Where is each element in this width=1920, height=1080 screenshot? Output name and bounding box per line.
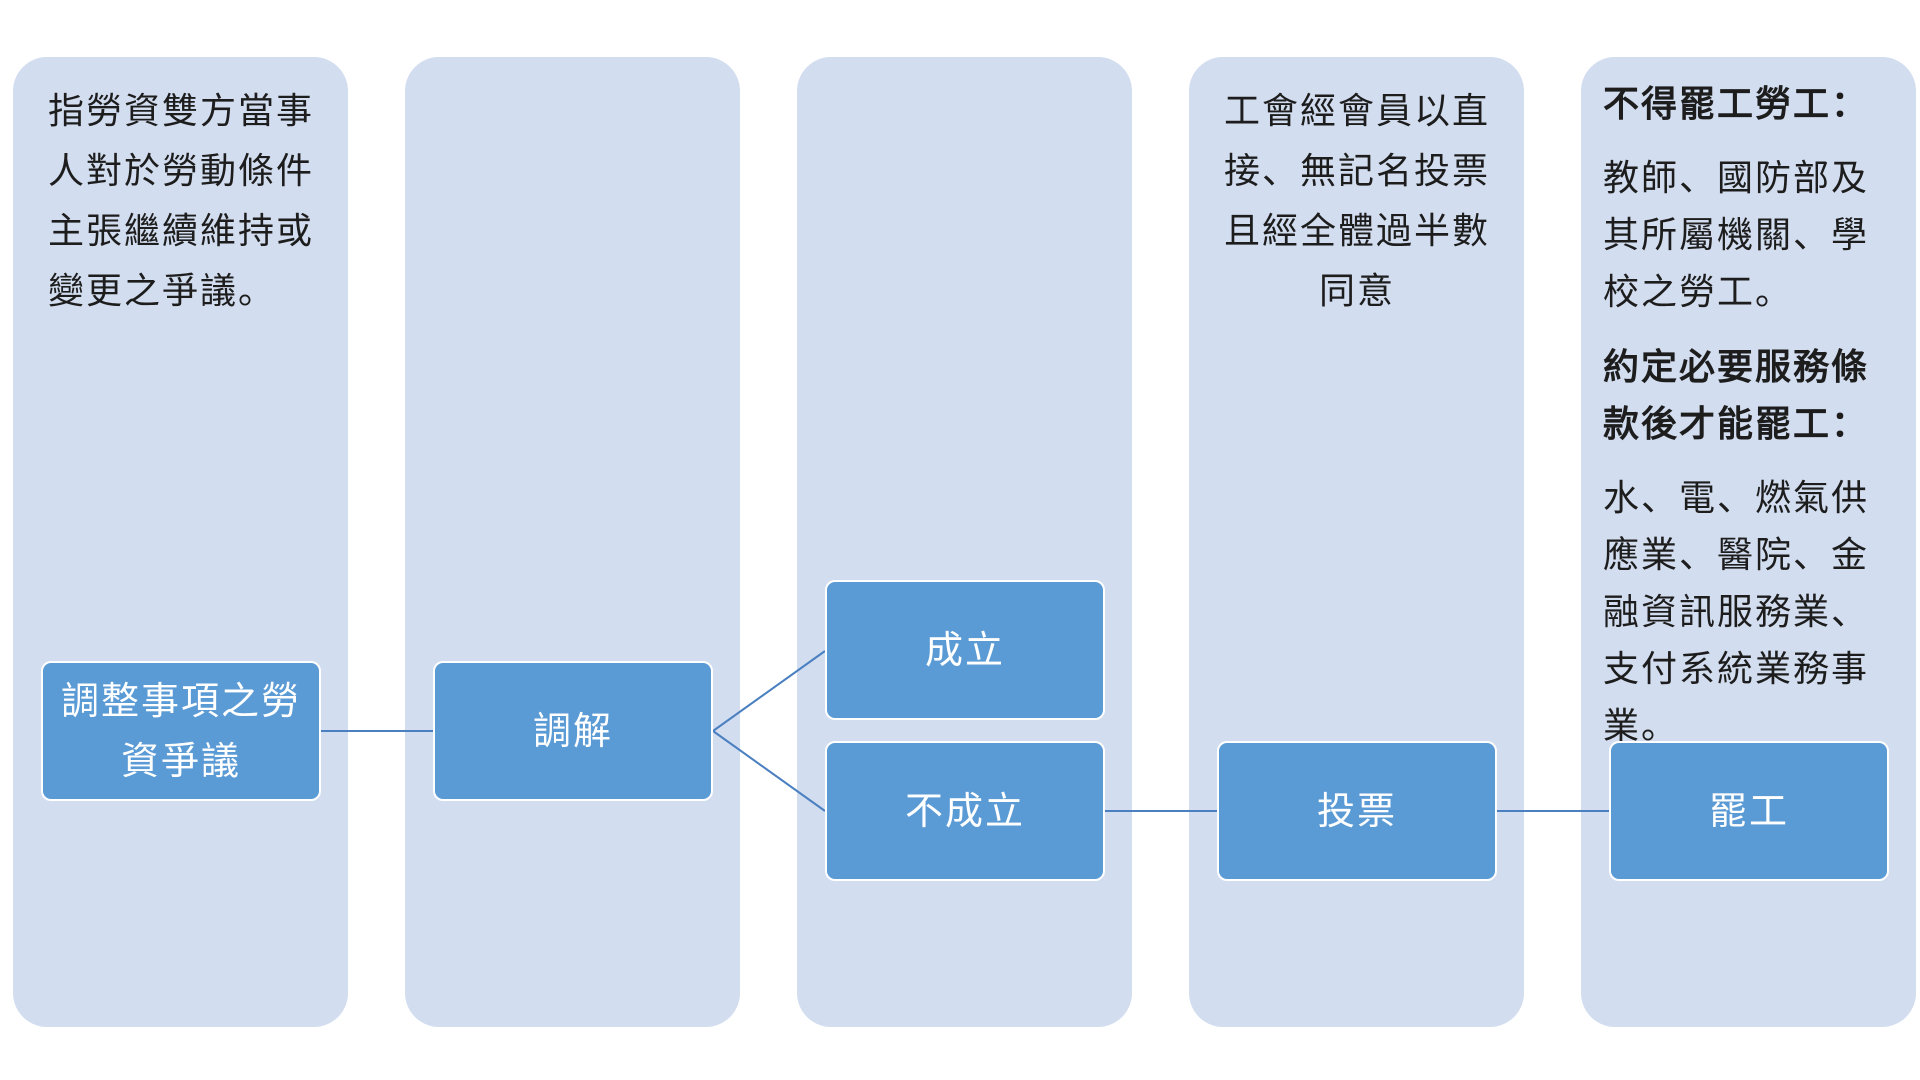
essential-service-heading: 約定必要服務條款後才能罷工： xyxy=(1603,347,1870,445)
essential-service-body: 水、電、燃氣供應業、醫院、金融資訊服務業、支付系統業務事業。 xyxy=(1603,478,1870,747)
strike-notes: 不得罷工勞工： 教師、國防部及其所屬機關、學校之勞工。 約定必要服務條款後才能罷… xyxy=(1603,76,1903,755)
column-mediation xyxy=(405,57,740,1027)
column-result xyxy=(797,57,1132,1027)
dispute-definition-text: 指勞資雙方當事人對於勞動條件主張繼續維持或變更之爭議。 xyxy=(48,91,315,312)
node-labor-dispute[interactable]: 調整事項之勞資爭議 xyxy=(41,661,321,801)
node-strike[interactable]: 罷工 xyxy=(1609,741,1889,881)
no-strike-body: 教師、國防部及其所屬機關、學校之勞工。 xyxy=(1603,158,1870,313)
no-strike-heading: 不得罷工勞工： xyxy=(1603,84,1870,125)
column-dispute-definition xyxy=(13,57,348,1027)
vote-requirement-text: 工會經會員以直接、無記名投票且經全體過半數同意 xyxy=(1223,91,1490,312)
node-vote[interactable]: 投票 xyxy=(1217,741,1497,881)
node-mediation-failure[interactable]: 不成立 xyxy=(825,741,1105,881)
node-mediation[interactable]: 調解 xyxy=(433,661,713,801)
node-mediation-success[interactable]: 成立 xyxy=(825,580,1105,720)
